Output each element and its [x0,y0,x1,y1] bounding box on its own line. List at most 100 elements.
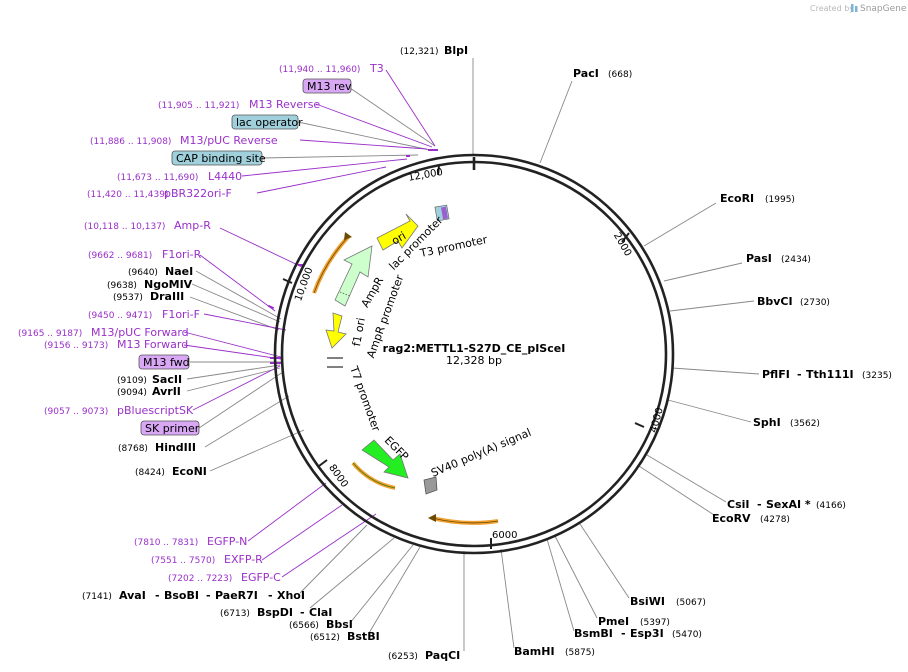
lac-operator-box [231,114,299,130]
site-csii-name: CsiI [727,498,749,511]
primer-ampr-name: Amp-R [174,219,211,232]
site-bsmbi-sep: - [621,627,626,640]
site-clai-name: ClaI [309,606,332,619]
f1-ori-label: f1 ori [350,317,368,348]
site-blpi-name: BlpI [444,44,468,57]
orf-arc-ampr-outline [313,235,350,294]
site-avrii-pos: (9094) [117,388,147,398]
tick-2000: 2000 [611,231,633,259]
primer-mark-l4440 [406,155,410,157]
leader-saci [186,364,281,380]
leader-lacop-box [297,121,431,151]
leader-ngomiv [191,283,281,323]
site-draiii-name: DraIII [150,290,184,303]
leader-avrii [186,367,281,392]
site-sphi-name: SphI [753,416,781,429]
primer-l4440-name: L4440 [208,170,242,183]
tick-8000: 8000 [326,463,350,490]
sv40-polya-label: SV40 poly(A) signal [429,426,533,480]
primer-mark-ampr [298,264,303,266]
site-bbvci-name: BbvCI [757,295,793,308]
site-naei-name: NaeI [165,265,193,278]
ampr-arrow [334,245,373,307]
orf-arc-sv40-outline [431,517,499,524]
primer-m13forward-name: M13 Forward [117,338,188,351]
m13-fwd-box-label: M13 fwd [143,356,190,369]
leader-bbsi [349,544,414,624]
primer-egfp-n-pos: (7810 .. 7831) [134,538,198,548]
site-bsiwi-name: BsiWI [630,595,665,608]
site-bbsi-name: BbsI [326,618,353,631]
site-ecorv-pos: (4278) [760,515,790,525]
orf-arc-egfp-outline [352,462,396,489]
ori-label: ori [389,229,408,247]
leader-econi [209,429,305,472]
site-bspdi-sep: - [300,606,305,619]
site-pasi-pos: (2434) [781,255,811,265]
site-leader-lines [186,58,760,651]
leader-ecorv [638,465,715,516]
site-bspdi-name: BspDI [257,606,293,619]
site-bstbi-name: BstBI [347,630,380,643]
leader-pbr322 [256,166,387,194]
orf-arc-sv40-head [428,514,436,522]
primer-m13puc-rev-pos: (11,886 .. 11,908) [90,137,171,147]
leader-ampr-primer [219,227,303,268]
site-paqci-pos: (6253) [388,652,418,662]
snapgene-credit: Created by SnapGene [810,4,907,14]
primer-m13puc-fwd-pos: (9165 .. 9187) [18,329,82,339]
site-bsobi-name: BsoBI [164,589,199,602]
leader-f1ori-r [199,254,276,312]
leader-bbvci [669,300,755,312]
site-bsmbi-name: BsmBI [574,627,613,640]
site-pflfi-pos: (3235) [862,371,892,381]
site-avai-pos: (7141) [82,592,112,602]
primer-egfp-c-name: EGFP-C [241,571,281,584]
site-avrii-name: AvrII [152,385,181,398]
leader-avai [299,524,368,594]
tick-12000: 12,000 [407,167,443,184]
primer-t3-name: T3 [369,62,384,75]
leader-l4440 [241,158,408,177]
site-avai-name: AvaI [119,589,146,602]
primer-egfp-c-pos: (7202 .. 7223) [168,574,232,584]
primer-pbluescript-name: pBluescriptSK [117,404,194,417]
site-bstbi-pos: (6512) [310,633,340,643]
leader-egfp-n [247,482,327,542]
primer-exfp-r-name: EXFP-R [224,553,263,566]
plasmid-name: rag2:METTL1-S27D_CE_pISceI [383,342,566,355]
site-saci-pos: (9109) [117,376,147,386]
site-avai-sep3: - [268,589,273,602]
backbone-outer [273,153,675,555]
sv40-polya-box [423,476,438,495]
tick-6000: 6000 [492,530,517,541]
site-draiii-pos: (9537) [113,293,143,303]
site-paci-name: PacI [573,67,599,80]
leader-bsmbi [546,538,575,632]
site-paci-pos: (668) [608,70,632,80]
site-paqci-name: PaqCI [425,649,460,662]
primer-f1ori-f-pos: (9450 .. 9471) [88,311,152,321]
leader-egfp-c [281,513,377,578]
primer-pbluescript-pos: (9057 .. 9073) [44,407,108,417]
leader-m13reverse [315,103,433,148]
cap-binding-site-box-label: CAP binding site [176,152,266,165]
site-hindiii-pos: (8768) [118,444,148,454]
leader-pmei [554,535,598,619]
site-bsiwi-pos: (5067) [676,598,706,608]
site-avai-sep1: - [155,589,160,602]
m13-rev-box [302,78,352,94]
egfp-arrow [361,439,409,479]
leader-pflfi [671,367,760,375]
restriction-sites: (12,321) BlpI PacI (668) EcoRI (1995) Pa… [82,44,892,662]
site-bsmbi-pos: (5470) [672,630,702,640]
created-by-text: Created by [810,4,854,13]
primer-exfp-r-pos: (7551 .. 7570) [151,556,215,566]
leader-m13rev-box [349,87,436,147]
t3-promoter-mark [440,206,448,220]
leader-bspdi [309,537,395,609]
primer-f1ori-r-name: F1ori-R [162,248,202,261]
leader-m13forward [183,344,282,360]
leader-f1ori-f [203,313,287,331]
sk-primer-box [140,420,200,436]
